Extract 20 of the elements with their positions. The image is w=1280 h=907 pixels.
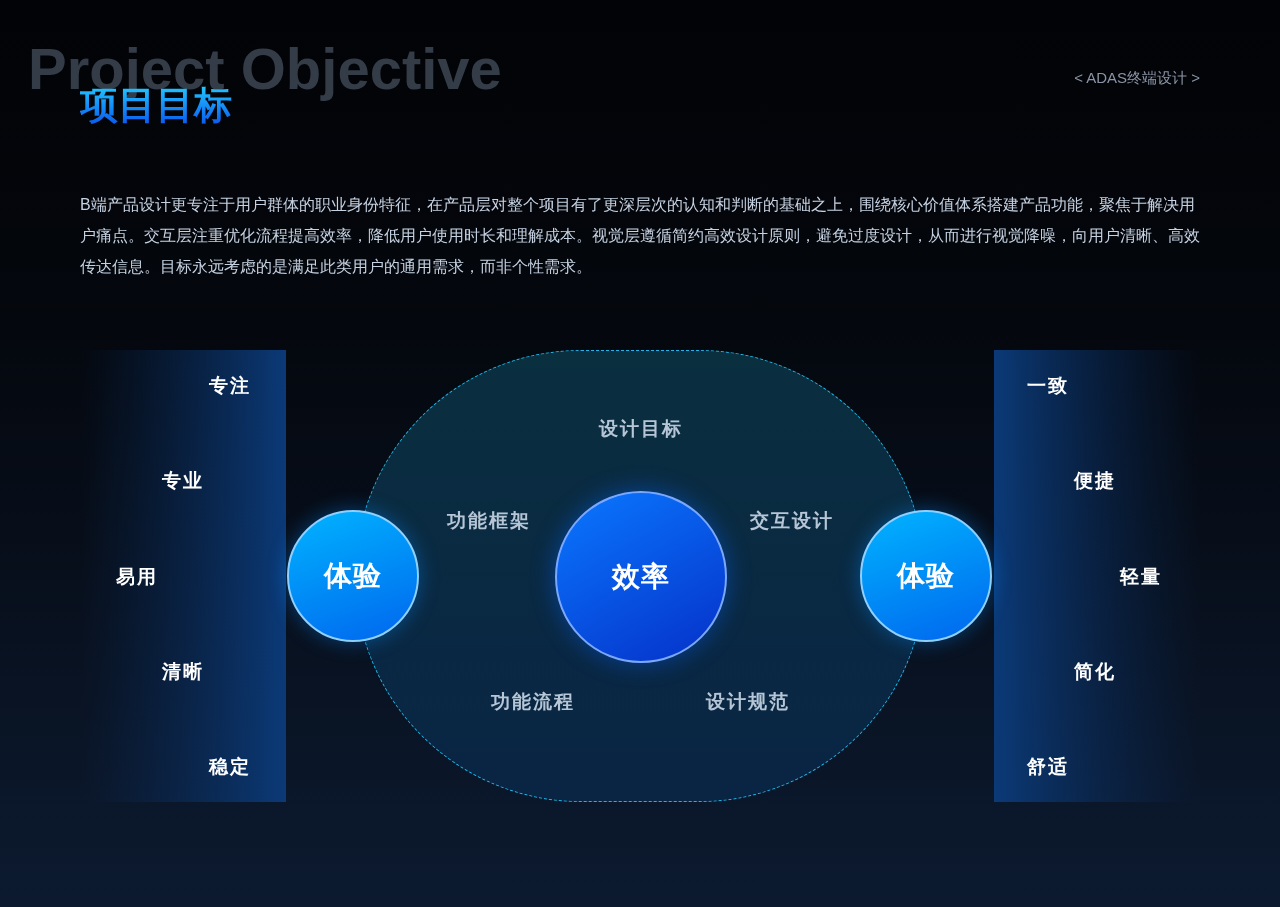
keyword-label: 舒适 [1027, 754, 1069, 779]
description-paragraph: B端产品设计更专注于用户群体的职业身份特征，在产品层对整个项目有了更深层次的认知和判断的基础之上，围绕核心价值体系搭建产品功能，聚焦于解决用户痛点。交互层注重优化流程提高效率，降低用户使用时长和理解成本。视觉层遵循简约高效设计原则，避免过度设计，从而进行视觉降噪，向用户清晰、高效传达信息。目标永远考虑的是满足此类用户的通用需求，而非个性需求。 [80, 195, 1201, 277]
circle-label: 效率 [612, 560, 670, 594]
keyword-label: 设计规范 [706, 689, 790, 714]
keyword-label: 专注 [209, 373, 251, 398]
keyword-label: 功能流程 [491, 689, 575, 714]
keyword-label: 清晰 [162, 659, 204, 684]
keyword-label: 易用 [116, 564, 158, 589]
keyword-label: 交互设计 [750, 508, 834, 533]
keyword-label: 设计目标 [599, 416, 683, 441]
section-tag: < ADAS终端设计 > [1074, 67, 1200, 90]
circle-label: 体验 [897, 559, 955, 593]
keyword-label: 稳定 [209, 754, 251, 779]
keyword-label: 专业 [162, 468, 204, 493]
keyword-label: 简化 [1074, 659, 1116, 684]
circle-label: 体验 [324, 559, 382, 593]
keyword-label: 便捷 [1074, 468, 1116, 493]
keyword-label: 一致 [1027, 373, 1069, 398]
keyword-label: 轻量 [1120, 564, 1162, 589]
keyword-label: 功能框架 [447, 508, 531, 533]
